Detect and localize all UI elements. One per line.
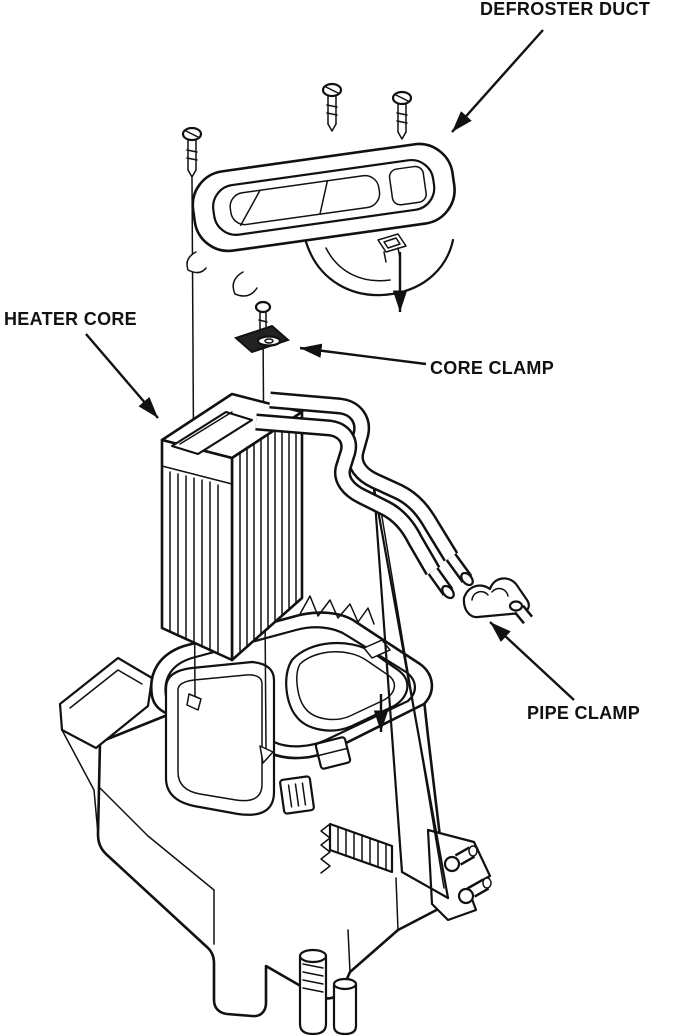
heater-unit-housing (58, 595, 492, 1036)
clip (259, 745, 274, 764)
mounting-stud (332, 977, 358, 1036)
mounting-stud (298, 948, 328, 1036)
clip (186, 693, 202, 711)
leader-pipe-clamp (489, 621, 575, 701)
label-heater-core: HEATER CORE (4, 309, 137, 329)
core-fins (239, 415, 297, 653)
screw (391, 90, 413, 140)
vent-detail (279, 775, 315, 815)
screw (321, 82, 343, 132)
leader-core-clamp (299, 343, 427, 366)
label-pipe-clamp: PIPE CLAMP (527, 703, 640, 723)
clamp-screw (508, 600, 534, 625)
bolt-plug (457, 877, 492, 905)
mounting-plate (372, 486, 450, 900)
core-fins (169, 471, 219, 655)
screw (181, 126, 203, 178)
connector-detail (314, 736, 352, 770)
label-defroster-duct: DEFROSTER DUCT (480, 0, 650, 19)
heater-core-part (160, 392, 304, 662)
grille-hatch (337, 826, 387, 871)
leader-defroster-duct (451, 29, 544, 133)
bolt-plug (443, 845, 478, 873)
core-tank (170, 410, 254, 456)
pipe-clamp-part (462, 577, 534, 625)
core-clamp-part (234, 300, 290, 354)
label-core-clamp: CORE CLAMP (430, 358, 554, 378)
defroster-duct-part (186, 142, 456, 312)
leader-heater-core (85, 333, 159, 419)
heater-pipes (255, 391, 474, 600)
